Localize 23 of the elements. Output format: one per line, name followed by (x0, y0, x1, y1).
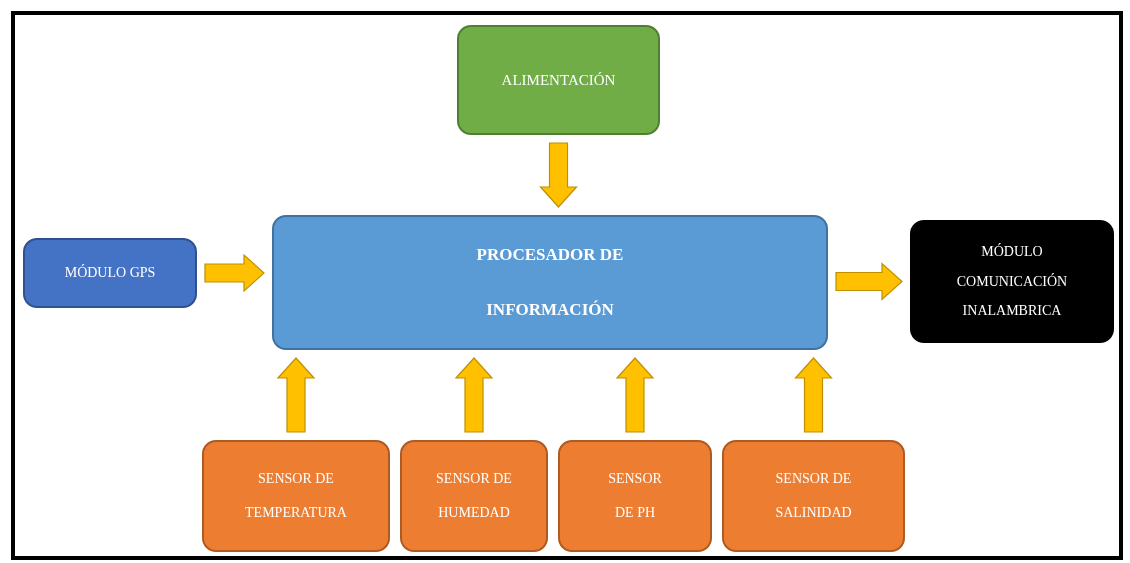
block-arrow (276, 357, 316, 433)
processor-box (272, 215, 828, 350)
block-arrow (539, 142, 578, 208)
gps-module-box (23, 238, 197, 308)
block-arrow (794, 357, 833, 433)
node-label: PROCESADOR DE INFORMACIÓN (475, 244, 625, 321)
node-label: MÓDULO COMUNICACIÓN INALAMBRICA (955, 242, 1069, 321)
node-label: SENSOR DE SALINIDAD (774, 470, 853, 522)
sensor-box (400, 440, 548, 552)
node-label: SENSOR DE PH (607, 470, 663, 522)
node-label: SENSOR DE HUMEDAD (435, 470, 513, 522)
sensor-box (202, 440, 390, 552)
block-arrow (204, 253, 265, 293)
block-arrow (835, 262, 903, 301)
power-box (457, 25, 660, 135)
block-arrow (454, 357, 494, 433)
node-label: ALIMENTACIÓN (501, 70, 616, 90)
sensor-box (558, 440, 712, 552)
block-arrow (615, 357, 655, 433)
sensor-box (722, 440, 905, 552)
communication-module-box (910, 220, 1114, 343)
node-label: MÓDULO GPS (64, 263, 156, 283)
node-label: SENSOR DE TEMPERATURA (244, 470, 348, 522)
